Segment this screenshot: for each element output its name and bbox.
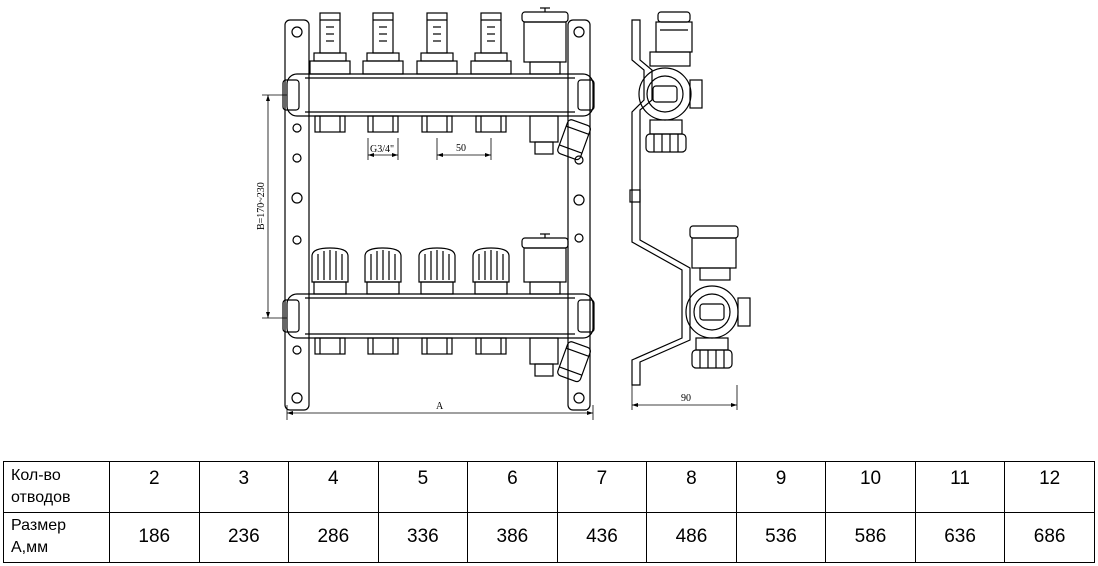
size-cell: 236 bbox=[198, 511, 290, 563]
outlet-connectors-top bbox=[314, 115, 591, 161]
outlets-cell: 11 bbox=[914, 461, 1006, 513]
size-cell: 636 bbox=[914, 511, 1006, 563]
outlets-row: Кол-во отводов 2 3 4 5 6 7 8 9 10 11 12 bbox=[3, 461, 1095, 513]
dim-height-label: B=170~230 bbox=[256, 182, 267, 230]
dimension-lines bbox=[262, 94, 738, 420]
size-cell: 536 bbox=[735, 511, 827, 563]
size-row: Размер А,мм 186 236 286 336 386 436 486 … bbox=[3, 511, 1095, 563]
outlets-cell: 4 bbox=[288, 461, 379, 513]
side-view-bottom bbox=[685, 225, 751, 369]
outlet-connectors-bottom bbox=[314, 337, 591, 383]
dim-depth-label: 90 bbox=[681, 393, 691, 404]
outlets-cell: 2 bbox=[109, 461, 200, 513]
outlets-cell: 9 bbox=[735, 461, 827, 513]
supply-bar bbox=[282, 73, 595, 117]
size-cell: 436 bbox=[556, 511, 648, 563]
size-cell: 586 bbox=[825, 511, 916, 563]
flow-meters bbox=[309, 12, 512, 75]
outlets-cell: 10 bbox=[825, 461, 916, 513]
size-cell: 336 bbox=[377, 511, 469, 563]
size-table: Кол-во отводов 2 3 4 5 6 7 8 9 10 11 12 … bbox=[3, 461, 1095, 563]
outlets-cell: 8 bbox=[646, 461, 737, 513]
return-bar bbox=[282, 293, 595, 339]
side-view-top bbox=[638, 11, 703, 153]
right-bracket bbox=[567, 19, 591, 411]
manifold-drawing: G3/4" 50 B=170~230 A 90 bbox=[256, 7, 751, 420]
size-cell: 686 bbox=[1004, 511, 1095, 563]
dimension-arrows bbox=[266, 95, 737, 415]
outlets-cell: 5 bbox=[377, 461, 469, 513]
size-cell: 186 bbox=[109, 511, 200, 563]
dim-thread-label: G3/4" bbox=[370, 144, 394, 155]
side-view-bracket bbox=[629, 19, 691, 386]
outlets-cell: 7 bbox=[556, 461, 648, 513]
size-cell: 486 bbox=[646, 511, 737, 563]
dim-width-label: A bbox=[436, 401, 444, 412]
air-vent-top bbox=[521, 7, 569, 75]
outlets-cell: 3 bbox=[198, 461, 290, 513]
size-row-label: Размер А,мм bbox=[3, 511, 110, 563]
valve-caps bbox=[311, 247, 510, 295]
outlets-cell: 6 bbox=[467, 461, 558, 513]
size-cell: 386 bbox=[467, 511, 558, 563]
outlets-cell: 12 bbox=[1004, 461, 1095, 513]
outlets-row-label: Кол-во отводов bbox=[3, 461, 110, 513]
size-cell: 286 bbox=[288, 511, 379, 563]
left-bracket bbox=[284, 19, 310, 411]
dim-pitch-label: 50 bbox=[456, 143, 466, 154]
air-vent-bottom bbox=[521, 233, 569, 295]
